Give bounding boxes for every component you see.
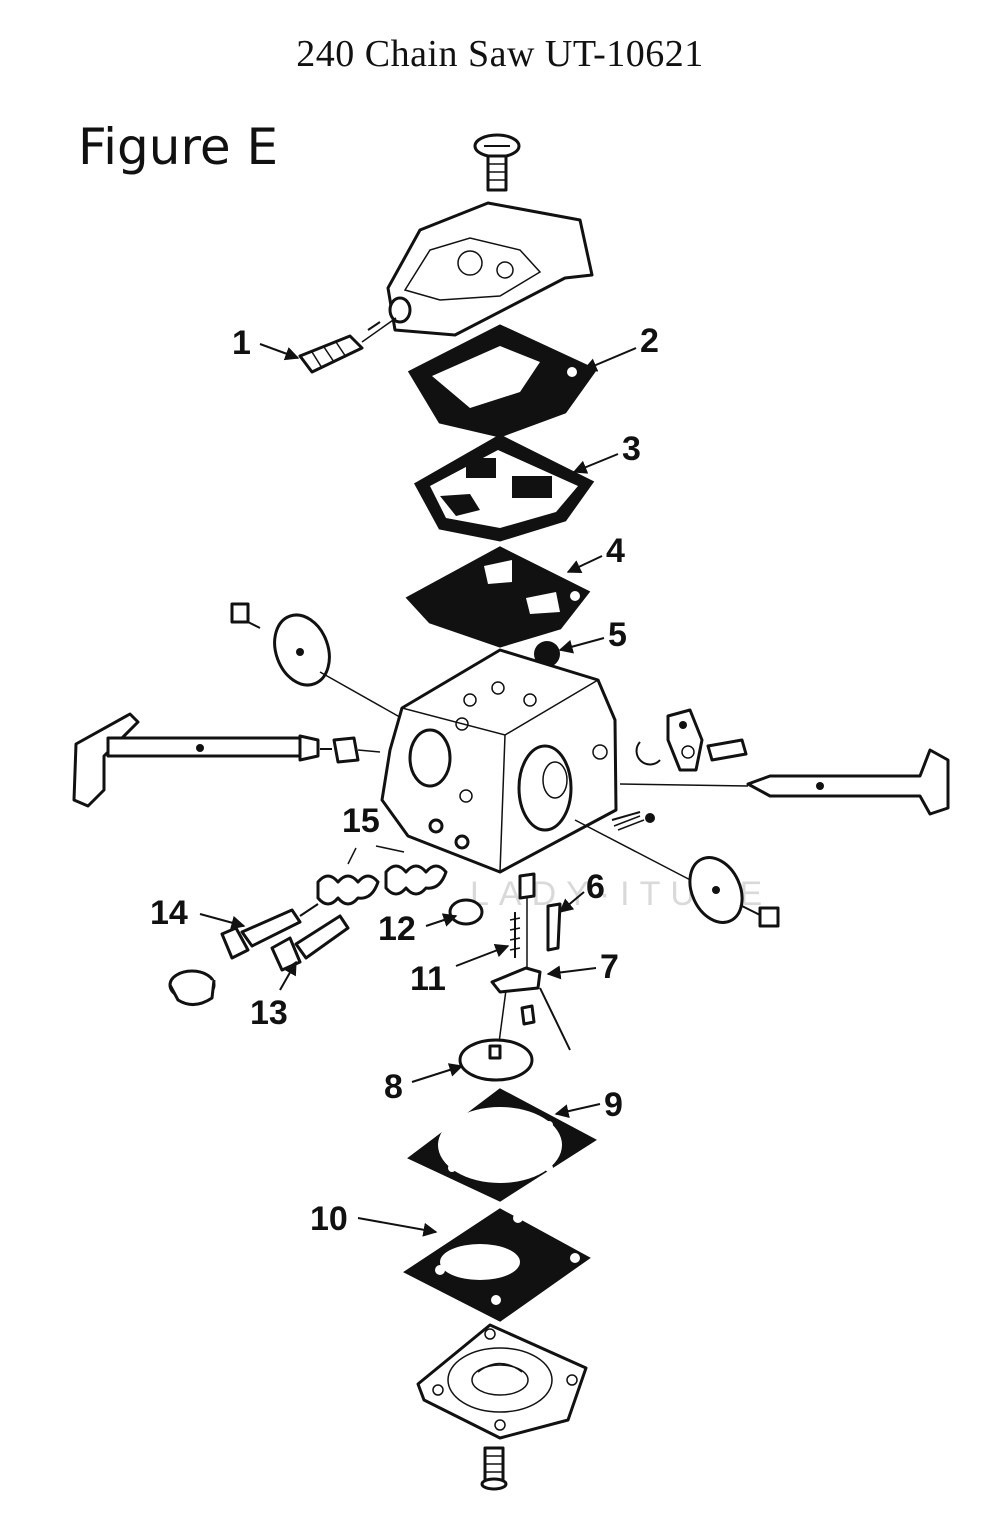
throttle-shaft xyxy=(619,748,950,816)
bottom-screw xyxy=(480,1446,508,1491)
carburetor-body xyxy=(380,648,618,874)
callout-8: 8 xyxy=(384,1068,403,1106)
part-4-gasket xyxy=(405,546,591,648)
part-1-screen xyxy=(298,317,397,374)
callout-1: 1 xyxy=(232,324,251,362)
throttle-disc-right xyxy=(574,819,780,928)
throttle-plate xyxy=(230,602,406,721)
callout-leaders xyxy=(199,343,637,1237)
callout-3: 3 xyxy=(622,430,641,468)
callout-15: 15 xyxy=(342,802,380,840)
callout-12: 12 xyxy=(378,910,416,948)
part-15-springs xyxy=(316,845,448,906)
part-2-gasket xyxy=(407,324,598,438)
callout-9: 9 xyxy=(604,1086,623,1124)
part-9-gasket xyxy=(407,1088,597,1202)
limiter-cap xyxy=(168,969,216,1006)
bottom-cover xyxy=(416,1323,588,1440)
choke-shaft xyxy=(72,712,381,808)
throttle-lever xyxy=(635,708,748,772)
callout-11: 11 xyxy=(410,960,446,998)
callout-4: 4 xyxy=(606,532,625,570)
part-3-diaphragm xyxy=(413,434,595,542)
callout-14: 14 xyxy=(150,894,188,932)
callout-10: 10 xyxy=(310,1200,348,1238)
figure-label: Figure E xyxy=(78,118,279,176)
page-title: 240 Chain Saw UT-10621 xyxy=(296,33,704,75)
callout-numbers: 1 2 3 4 5 6 7 8 9 10 11 12 13 14 15 xyxy=(150,322,659,1238)
callout-2: 2 xyxy=(640,322,659,360)
idle-screw-spring xyxy=(611,811,655,831)
callout-5: 5 xyxy=(608,616,627,654)
part-10-diaphragm xyxy=(403,1208,591,1322)
part-12-disc xyxy=(448,898,484,926)
part-8-metering-diaphragm xyxy=(458,1038,534,1082)
callout-13: 13 xyxy=(250,994,288,1032)
pump-cover xyxy=(367,201,594,337)
top-screw xyxy=(473,133,521,192)
part-14-screw xyxy=(220,903,319,960)
callout-6: 6 xyxy=(586,868,605,906)
callout-7: 7 xyxy=(600,948,619,986)
metering-parts xyxy=(490,872,571,1051)
